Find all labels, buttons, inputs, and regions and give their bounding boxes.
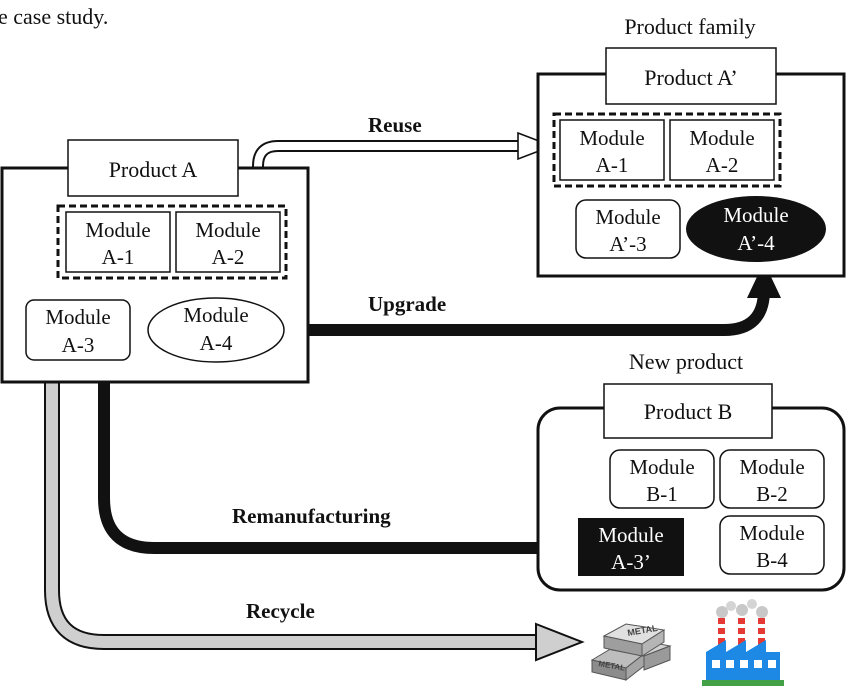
module-a1-reused-line2: A-1	[596, 153, 629, 177]
module-a2-reused-line1: Module	[689, 126, 754, 150]
module-a3	[25, 299, 131, 361]
module-a3-remanufactured-line1: Module	[598, 523, 663, 547]
reuse-arrow	[252, 131, 555, 204]
recycle-label: Recycle	[246, 599, 315, 623]
recycle-arrow	[44, 360, 585, 662]
remanufacturing-label: Remanufacturing	[232, 504, 391, 528]
module-b1-line1: Module	[629, 455, 694, 479]
product-a-prime-reuse-group	[552, 112, 782, 188]
caption-fragment: e case study.	[0, 4, 108, 29]
module-a2-reused	[669, 119, 775, 181]
module-a-prime-3-line1: Module	[595, 205, 660, 229]
module-b2	[719, 449, 825, 509]
module-a1-reused-line1: Module	[579, 126, 644, 150]
new-product-label: New product	[629, 349, 743, 374]
module-a1-line1: Module	[85, 218, 150, 242]
product-a-title: Product A	[109, 157, 198, 182]
module-a3-line1: Module	[45, 305, 110, 329]
product-a-reuse-group	[56, 204, 288, 280]
module-a2-line1: Module	[195, 218, 260, 242]
module-a1-line2: A-1	[102, 245, 135, 269]
module-a2-reused-line2: A-2	[706, 153, 739, 177]
module-a-prime-4-line1: Module	[723, 203, 788, 227]
product-b-title-box	[603, 383, 773, 439]
module-a3-line2: A-3	[62, 333, 95, 357]
module-a4-line1: Module	[183, 303, 248, 327]
module-a1	[65, 211, 171, 273]
module-a3-remanufactured	[578, 518, 684, 576]
module-b4-line2: B-4	[756, 548, 788, 572]
module-b1	[609, 449, 715, 509]
module-b4	[719, 515, 825, 575]
product-a-group: Product A Module A-1 Module A-2 Module A…	[0, 139, 310, 384]
module-a-prime-4	[686, 196, 826, 262]
module-b2-line1: Module	[739, 455, 804, 479]
module-a2-line2: A-2	[212, 245, 245, 269]
module-b1-line2: B-1	[646, 482, 678, 506]
module-a-prime-4-line2: A’-4	[737, 231, 775, 255]
product-a-prime-title: Product A’	[644, 65, 738, 90]
product-b-group: Product B Module B-1 Module B-2 Module A…	[536, 383, 846, 592]
module-a-prime-3	[575, 199, 681, 259]
module-a4-line2: A-4	[200, 331, 233, 355]
product-a-title-box	[67, 139, 239, 197]
metal-ingots-icon: METAL METAL	[590, 623, 672, 682]
product-a-prime-group: Product A’ Module A-1 Module A-2 Module …	[536, 47, 846, 278]
product-a-prime-title-box	[605, 47, 777, 105]
module-a2	[175, 211, 281, 273]
module-b2-line2: B-2	[756, 482, 788, 506]
module-a1-reused	[559, 119, 665, 181]
upgrade-label: Upgrade	[368, 292, 446, 316]
module-a-prime-3-line2: A’-3	[609, 232, 646, 256]
remanufacturing-arrow	[98, 360, 582, 566]
factory-icon	[702, 599, 784, 686]
module-a4	[147, 297, 285, 363]
module-b4-line1: Module	[739, 521, 804, 545]
product-family-label: Product family	[624, 14, 755, 39]
product-b-title: Product B	[644, 399, 733, 424]
upgrade-arrow	[284, 262, 781, 336]
module-a3-remanufactured-line2: A-3’	[611, 550, 651, 574]
reuse-label: Reuse	[368, 113, 422, 137]
